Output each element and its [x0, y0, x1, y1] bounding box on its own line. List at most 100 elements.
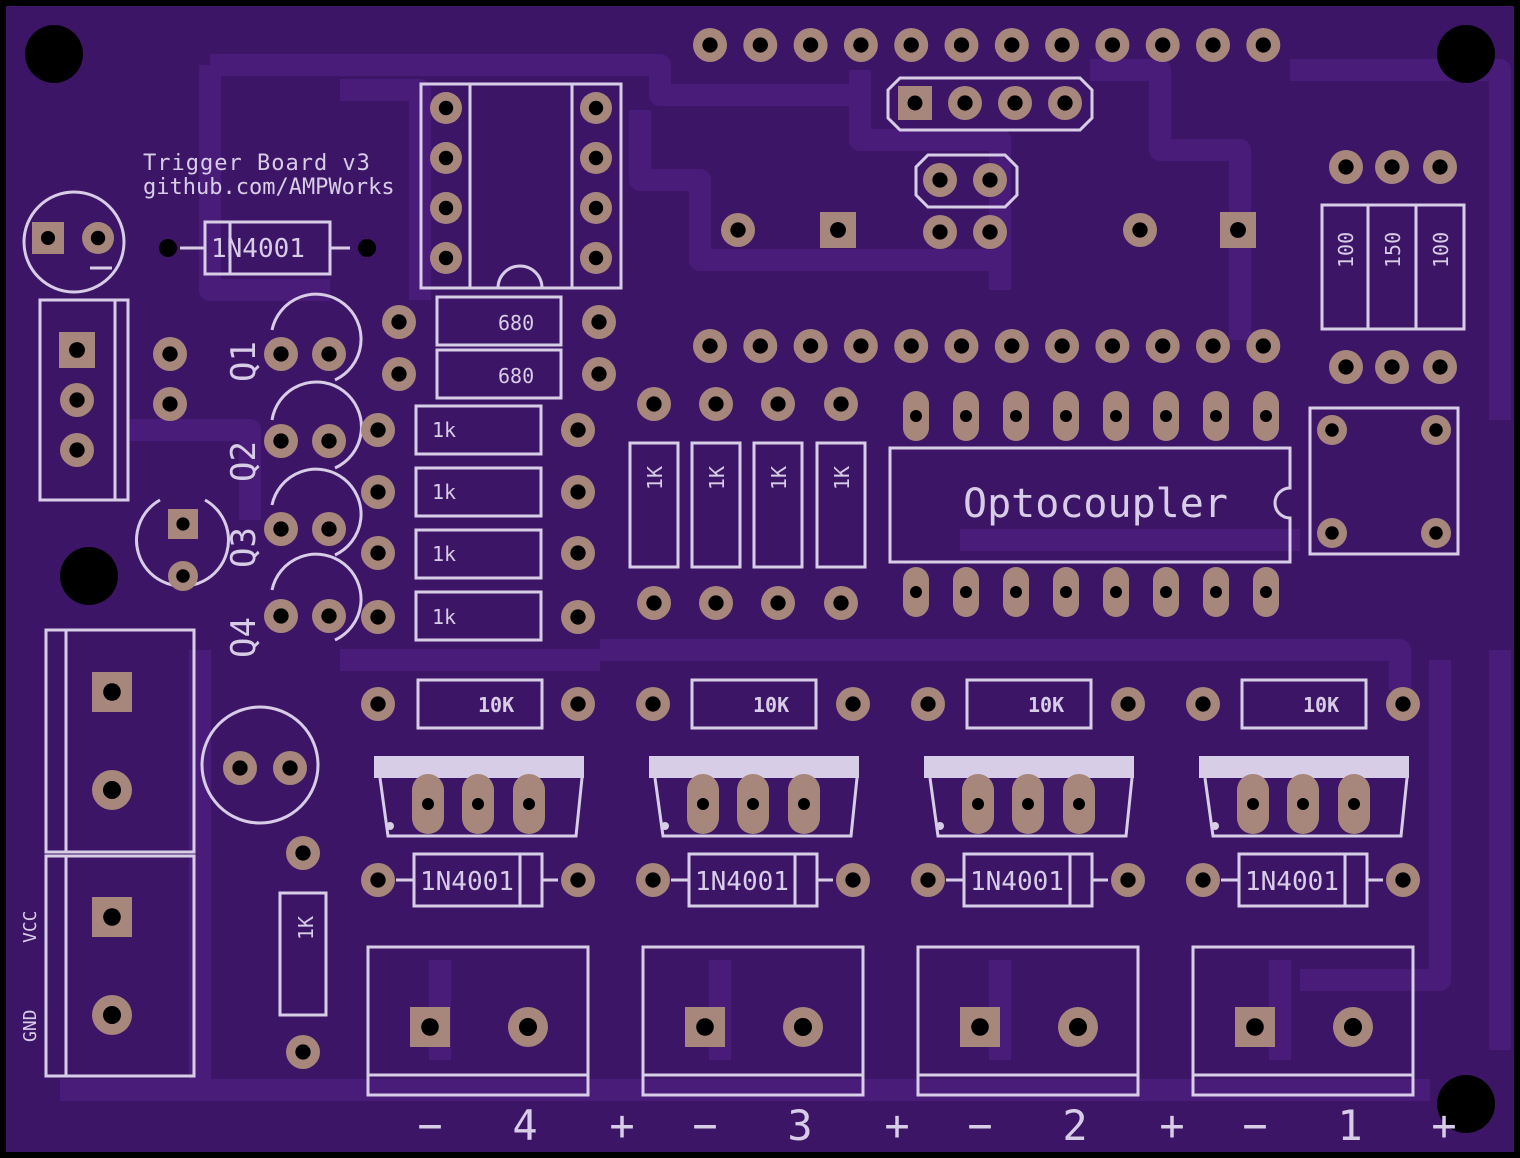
drill-hole — [570, 545, 586, 561]
drill-hole — [370, 696, 386, 712]
drill-hole — [770, 595, 786, 611]
drill-hole — [370, 484, 386, 500]
drill-hole — [1205, 338, 1221, 354]
q3-label: Q3 — [224, 527, 264, 568]
power-terminal-top-outline — [44, 628, 196, 854]
drill-hole — [1210, 410, 1222, 422]
drill-hole — [1110, 586, 1122, 598]
drill-hole — [1004, 37, 1020, 53]
drill-hole — [391, 366, 407, 382]
drill-hole — [1384, 159, 1400, 175]
drill-hole — [321, 608, 337, 624]
resistor-680-a-outline — [435, 295, 563, 347]
drill-hole — [696, 1018, 714, 1036]
silkscreen-text: Trigger Board v3 github.com/AMPWorks 1N4… — [20, 151, 1453, 1042]
drill-hole — [747, 798, 759, 810]
drill-hole — [103, 908, 121, 926]
drill-hole — [162, 396, 178, 412]
board-url: github.com/AMPWorks — [143, 175, 395, 200]
capacitor-outline — [22, 190, 126, 294]
drill-hole — [273, 433, 289, 449]
drill-hole — [421, 1018, 439, 1036]
drill-hole — [40, 230, 56, 246]
regulator-outline — [38, 298, 130, 502]
drill-hole — [1054, 37, 1070, 53]
drill-hole — [69, 392, 85, 408]
mounting-hole-top-right — [1437, 25, 1495, 83]
drill-hole — [588, 150, 604, 166]
drill-hole — [570, 609, 586, 625]
channel-sign-9: − — [1242, 1101, 1267, 1150]
drill-hole — [103, 1006, 121, 1024]
drill-hole — [1155, 338, 1171, 354]
resistor-1K-v-label-4: 1K — [830, 466, 854, 490]
mounting-holes — [25, 25, 1495, 1133]
drill-hole — [708, 595, 724, 611]
drill-hole — [570, 696, 586, 712]
drill-hole — [1104, 338, 1121, 354]
drill-hole — [957, 95, 973, 111]
mosfet-tabs — [374, 756, 1409, 778]
drill-hole — [1160, 410, 1172, 422]
big-capacitor-outline — [200, 705, 320, 825]
channel-sign-2: + — [609, 1101, 634, 1150]
diode-bottom-label-1: 1N4001 — [420, 867, 514, 897]
drill-hole — [176, 569, 190, 583]
drill-hole — [1429, 526, 1443, 540]
drill-hole — [1104, 37, 1121, 53]
drill-hole — [1246, 1018, 1264, 1036]
drill-hole — [69, 342, 85, 358]
q1-label: Q1 — [224, 341, 264, 382]
drill-hole — [730, 222, 746, 238]
drill-hole — [1432, 359, 1448, 375]
drill-hole — [103, 683, 121, 701]
drill-hole — [646, 396, 662, 412]
mosfet-pin1-dots — [386, 822, 1219, 830]
drill-hole — [1132, 222, 1148, 238]
drill-hole — [833, 396, 849, 412]
drill-hole — [1060, 410, 1072, 422]
resistor-1k-label-1: 1k — [432, 418, 456, 442]
via-43 — [358, 239, 376, 257]
drill-hole — [588, 100, 604, 116]
drill-hole — [1057, 95, 1073, 111]
drill-hole — [370, 545, 386, 561]
resistor-1K-v-label-3: 1K — [767, 466, 791, 490]
drill-hole — [1325, 526, 1339, 540]
q4-label: Q4 — [224, 617, 264, 658]
resistor-10k-label-1: 10K — [478, 693, 514, 717]
channel-sign-6: − — [967, 1101, 992, 1150]
resistor-150-label: 150 — [1381, 232, 1405, 268]
channel-sign-11: + — [1431, 1101, 1456, 1150]
resistor-680-b-label: 680 — [498, 364, 534, 388]
diode-bottom-label-3: 1N4001 — [970, 867, 1064, 897]
resistor-680-a-label: 680 — [498, 311, 534, 335]
drill-hole — [273, 608, 289, 624]
drill-hole — [1384, 359, 1400, 375]
drill-hole — [570, 484, 586, 500]
drill-hole — [798, 798, 810, 810]
drill-hole — [1395, 696, 1411, 712]
drill-hole — [523, 798, 535, 810]
drill-hole — [1205, 37, 1221, 53]
drill-hole — [438, 150, 454, 166]
drill-hole — [802, 37, 819, 53]
drill-hole — [1230, 222, 1246, 238]
drill-hole — [960, 410, 972, 422]
drill-hole — [472, 798, 484, 810]
drill-hole — [1069, 1018, 1087, 1036]
drill-hole — [1073, 798, 1085, 810]
resistor-1K-v-label-1: 1K — [643, 466, 667, 490]
drill-hole — [370, 422, 386, 438]
drill-hole — [1297, 798, 1309, 810]
drill-hole — [1010, 410, 1022, 422]
resistor-10k-label-4: 10K — [1303, 693, 1339, 717]
header-4pin-outline — [886, 76, 1094, 132]
channel-sign-1: 4 — [512, 1101, 537, 1150]
drill-hole — [845, 696, 861, 712]
channel-sign-3: − — [692, 1101, 717, 1150]
drill-hole — [1110, 410, 1122, 422]
drill-hole — [1010, 586, 1022, 598]
drill-hole — [752, 338, 768, 354]
